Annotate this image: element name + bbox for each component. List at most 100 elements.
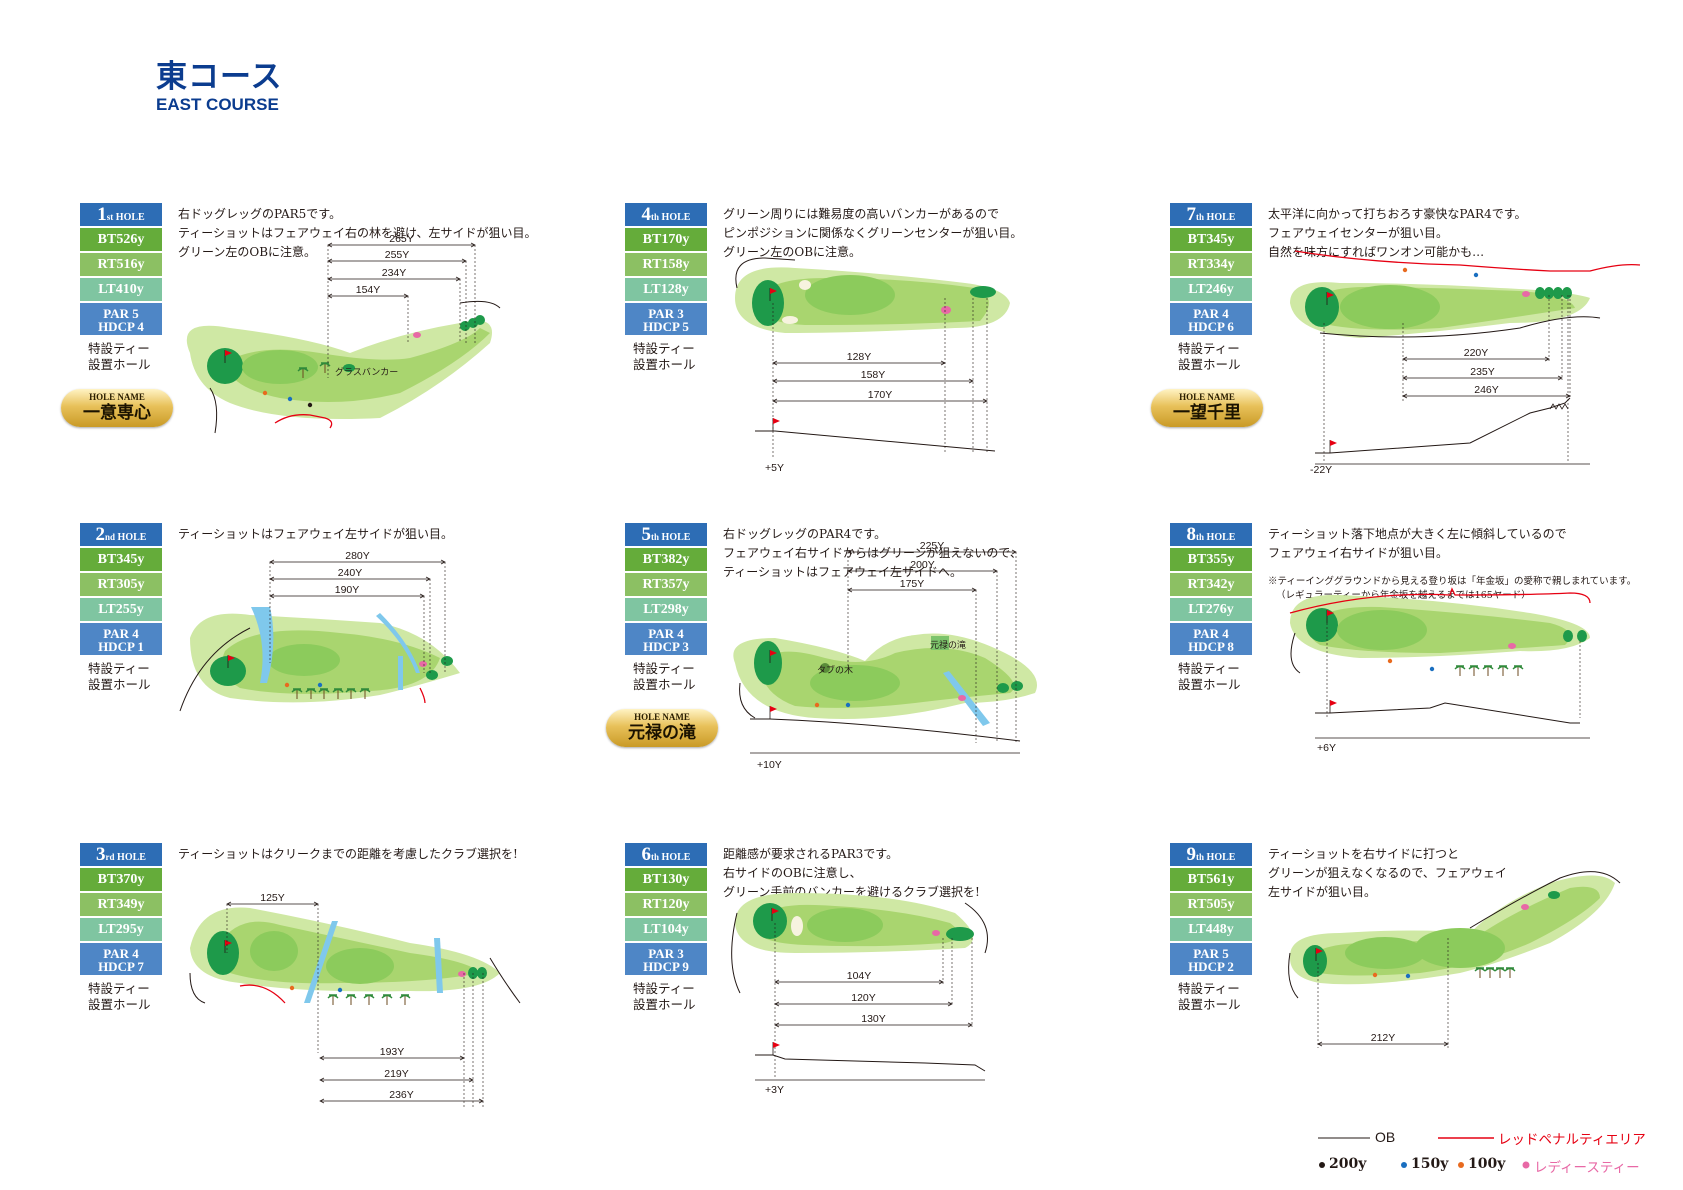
hole-description: 太平洋に向かって打ちおろす豪快なPAR4です。フェアウェイセンターが狙い目。自然… bbox=[1268, 205, 1683, 262]
hole-number: 9 bbox=[1186, 844, 1197, 865]
special-tee-note: 特設ティー 設置ホール bbox=[88, 981, 151, 1012]
hole-ordinal: st bbox=[106, 212, 114, 222]
ob-line bbox=[1288, 952, 1299, 999]
green bbox=[1577, 630, 1587, 642]
hole-suffix: HOLE bbox=[661, 532, 691, 543]
hole-description: ティーショットはフェアウェイ左サイドが狙い目。 bbox=[178, 525, 598, 544]
palm-tree-icon bbox=[318, 688, 330, 699]
description-line: グリーン左のOBに注意。 bbox=[723, 245, 862, 259]
legend-ladies-tee: レディースティー bbox=[1534, 1160, 1640, 1176]
description-line: グリーン左のOBに注意。 bbox=[178, 245, 317, 259]
bunker bbox=[799, 280, 811, 290]
hole-ordinal: th bbox=[1196, 212, 1205, 222]
feature-label: 元禄の滝 bbox=[930, 639, 966, 650]
hole-name-caption: HOLE NAME bbox=[1179, 392, 1235, 402]
ladies-tee bbox=[941, 306, 951, 314]
special-tee-note: 特設ティー 設置ホール bbox=[633, 661, 696, 692]
hole-ordinal: rd bbox=[105, 852, 115, 862]
ladies-tee bbox=[1521, 904, 1529, 910]
tee-ground bbox=[946, 927, 974, 941]
distance-marker: 265Y bbox=[327, 233, 476, 248]
ladies-tee-yardage: LT276y bbox=[1170, 598, 1252, 621]
fairway-center bbox=[810, 665, 900, 701]
par-label: PAR 5 bbox=[1193, 946, 1229, 961]
hdcp-label: HDCP 3 bbox=[643, 639, 689, 654]
distance-label: 104Y bbox=[847, 970, 872, 982]
fairway-center bbox=[1337, 610, 1427, 650]
tee-ground bbox=[1544, 287, 1554, 299]
regular-tee-yardage: RT349y bbox=[80, 893, 162, 916]
distance-marker: 125Y bbox=[226, 892, 319, 907]
ladies-tee-yardage: LT246y bbox=[1170, 278, 1252, 301]
legend-red-penalty: レッドペナルティエリア bbox=[1498, 1132, 1646, 1148]
profile-pin-icon bbox=[772, 418, 780, 431]
regular-tee-yardage: RT505y bbox=[1170, 893, 1252, 916]
back-tee-yardage: BT345y bbox=[1170, 228, 1252, 251]
green bbox=[1011, 681, 1023, 691]
regular-tee-yardage: RT357y bbox=[625, 573, 707, 596]
hole-name: 一望千里 bbox=[1173, 403, 1241, 423]
tee-ground bbox=[1303, 945, 1327, 977]
hole-number: 7 bbox=[1186, 204, 1197, 225]
hole-number: 1 bbox=[97, 204, 107, 225]
marker-150 bbox=[1473, 272, 1479, 278]
palm-tree-icon bbox=[327, 994, 339, 1005]
description-line: 左サイドが狙い目。 bbox=[1268, 885, 1377, 899]
red-penalty-line bbox=[239, 984, 286, 1004]
green bbox=[997, 683, 1009, 693]
hole-suffix: HOLE bbox=[1206, 532, 1236, 543]
distance-marker: 225Y bbox=[847, 540, 1017, 555]
pin-flag-icon bbox=[224, 350, 232, 363]
distance-marker: 220Y bbox=[1402, 347, 1550, 362]
elevation-label: +5Y bbox=[765, 462, 784, 474]
hdcp-label: HDCP 8 bbox=[1188, 639, 1234, 654]
description-line: 右ドッグレッグのPAR5です。 bbox=[178, 207, 342, 221]
fairway-center bbox=[242, 350, 318, 384]
special-tee-note: 特設ティー 設置ホール bbox=[1178, 981, 1241, 1012]
hole-suffix: HOLE bbox=[661, 212, 691, 223]
distance-label: 193Y bbox=[380, 1046, 405, 1058]
description-line: グリーンが狙えなくなるので、フェアウェイ bbox=[1268, 866, 1507, 880]
hole-description: グリーン周りには難易度の高いバンカーがあるのでピンポジションに関係なくグリーンセ… bbox=[723, 205, 1143, 262]
distance-marker: 158Y bbox=[772, 369, 974, 384]
palm-tree-icon bbox=[363, 994, 375, 1005]
distance-marker: 104Y bbox=[774, 970, 944, 985]
distance-label: 154Y bbox=[356, 284, 381, 296]
distance-marker: 170Y bbox=[772, 389, 988, 404]
distance-label: 200Y bbox=[910, 559, 935, 571]
palm-tree-icon bbox=[319, 362, 331, 373]
creek bbox=[304, 921, 338, 1003]
distance-marker: 193Y bbox=[319, 1046, 465, 1061]
marker-150 bbox=[337, 987, 343, 993]
distance-label: 236Y bbox=[389, 1089, 414, 1101]
palm-tree-icon bbox=[1494, 967, 1506, 978]
palm-tree-icon bbox=[332, 688, 344, 699]
back-tee-yardage: BT130y bbox=[625, 868, 707, 891]
par-label: PAR 4 bbox=[1193, 626, 1229, 641]
hole-ordinal: th bbox=[651, 532, 660, 542]
palm-tree-icon bbox=[1484, 967, 1496, 978]
ob-line bbox=[731, 912, 741, 994]
description-line: フェアウェイセンターが狙い目。 bbox=[1268, 226, 1449, 240]
description-line: 距離感が要求されるPAR3です。 bbox=[723, 847, 899, 861]
distance-marker: 240Y bbox=[269, 567, 431, 582]
hole-ordinal: th bbox=[1196, 532, 1205, 542]
hole-ordinal: th bbox=[651, 212, 660, 222]
legend-lines bbox=[1318, 1137, 1530, 1169]
elevation-label: +10Y bbox=[757, 759, 782, 771]
hole-number-badge: 5th HOLE bbox=[625, 523, 707, 546]
ob-line bbox=[964, 902, 988, 954]
ob-line bbox=[489, 957, 521, 1004]
ladies-tee bbox=[458, 971, 466, 977]
marker-150 bbox=[845, 702, 851, 708]
